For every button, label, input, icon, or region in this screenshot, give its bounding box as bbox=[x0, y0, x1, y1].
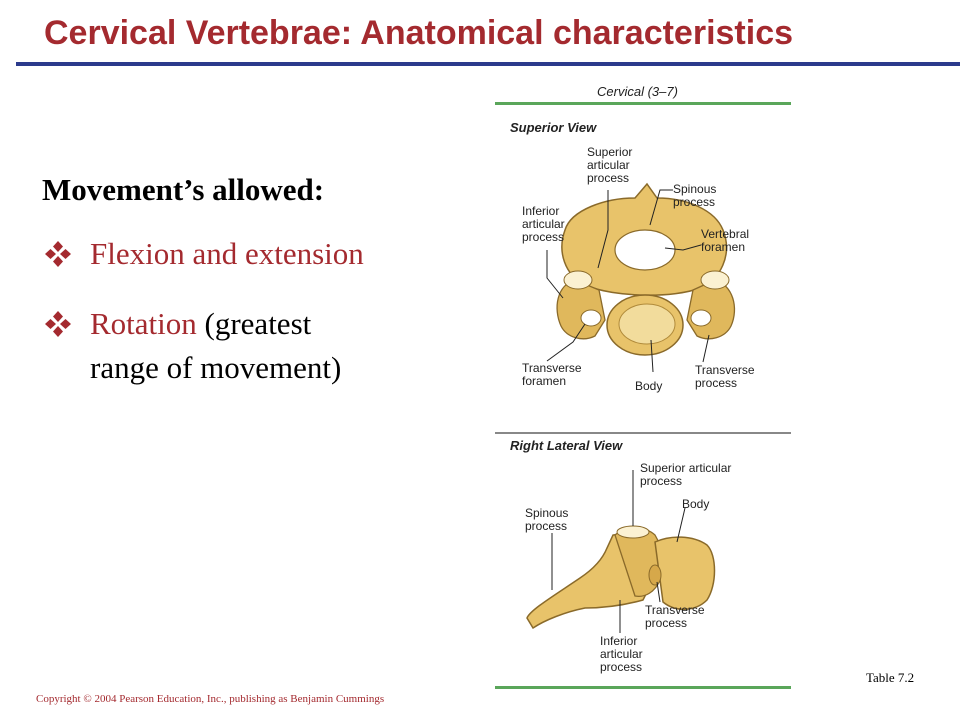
bullet-accent-text: Flexion and extension bbox=[90, 236, 364, 271]
label-lat-superior-articular-1: Superior articular bbox=[640, 461, 731, 475]
label-superior-articular-1: Superior bbox=[587, 145, 632, 159]
figure-header: Cervical (3–7) bbox=[597, 84, 678, 99]
title-rule bbox=[16, 62, 960, 66]
label-spinous-2: process bbox=[673, 195, 715, 209]
cervical-vertebra-figure: Cervical (3–7) Superior View Superior ar… bbox=[495, 84, 791, 689]
label-lat-transverse-2: process bbox=[645, 616, 687, 630]
label-transverse-foramen-2: foramen bbox=[522, 374, 566, 388]
lateral-vertebra-illustration bbox=[526, 525, 716, 630]
slide-title: Cervical Vertebrae: Anatomical character… bbox=[44, 14, 794, 52]
label-lat-inferior-articular-3: process bbox=[600, 660, 642, 674]
label-lat-body: Body bbox=[682, 497, 709, 511]
label-lat-spinous-2: process bbox=[525, 519, 567, 533]
label-vertebral-foramen-1: Vertebral bbox=[701, 227, 749, 241]
label-inferior-articular-1: Inferior bbox=[522, 204, 559, 218]
label-superior-articular-3: process bbox=[587, 171, 629, 185]
bullet-rest-text: (greatest bbox=[196, 306, 312, 341]
figure-bottom-rule bbox=[495, 686, 791, 689]
superior-leader-lines bbox=[546, 189, 710, 373]
label-lat-spinous-1: Spinous bbox=[525, 506, 568, 520]
label-spinous-1: Spinous bbox=[673, 182, 716, 196]
bullet-continuation-text: range of movement) bbox=[90, 350, 342, 385]
figure-mid-rule bbox=[495, 432, 791, 434]
label-vertebral-foramen-2: foramen bbox=[701, 240, 745, 254]
table-reference: Table 7.2 bbox=[866, 670, 915, 685]
movements-heading: Movement’s allowed: bbox=[42, 172, 325, 207]
label-lat-transverse-1: Transverse bbox=[645, 603, 705, 617]
four-diamond-icon bbox=[45, 241, 71, 267]
bullet-accent-text: Rotation bbox=[90, 306, 197, 341]
figure-top-rule bbox=[495, 102, 791, 105]
label-transverse-process-2: process bbox=[695, 376, 737, 390]
copyright-notice: Copyright © 2004 Pearson Education, Inc.… bbox=[36, 693, 385, 705]
label-inferior-articular-2: articular bbox=[522, 217, 565, 231]
four-diamond-icon bbox=[45, 311, 71, 337]
superior-vertebra-illustration bbox=[556, 182, 736, 356]
lateral-leader-lines bbox=[551, 470, 686, 633]
label-transverse-foramen-1: Transverse bbox=[522, 361, 582, 375]
lateral-view-title: Right Lateral View bbox=[510, 438, 623, 453]
label-lat-inferior-articular-1: Inferior bbox=[600, 634, 637, 648]
label-inferior-articular-3: process bbox=[522, 230, 564, 244]
superior-view-title: Superior View bbox=[510, 120, 597, 135]
label-lat-inferior-articular-2: articular bbox=[600, 647, 643, 661]
label-transverse-process-1: Transverse bbox=[695, 363, 755, 377]
label-superior-articular-2: articular bbox=[587, 158, 630, 172]
label-lat-superior-articular-2: process bbox=[640, 474, 682, 488]
label-body: Body bbox=[635, 379, 662, 393]
